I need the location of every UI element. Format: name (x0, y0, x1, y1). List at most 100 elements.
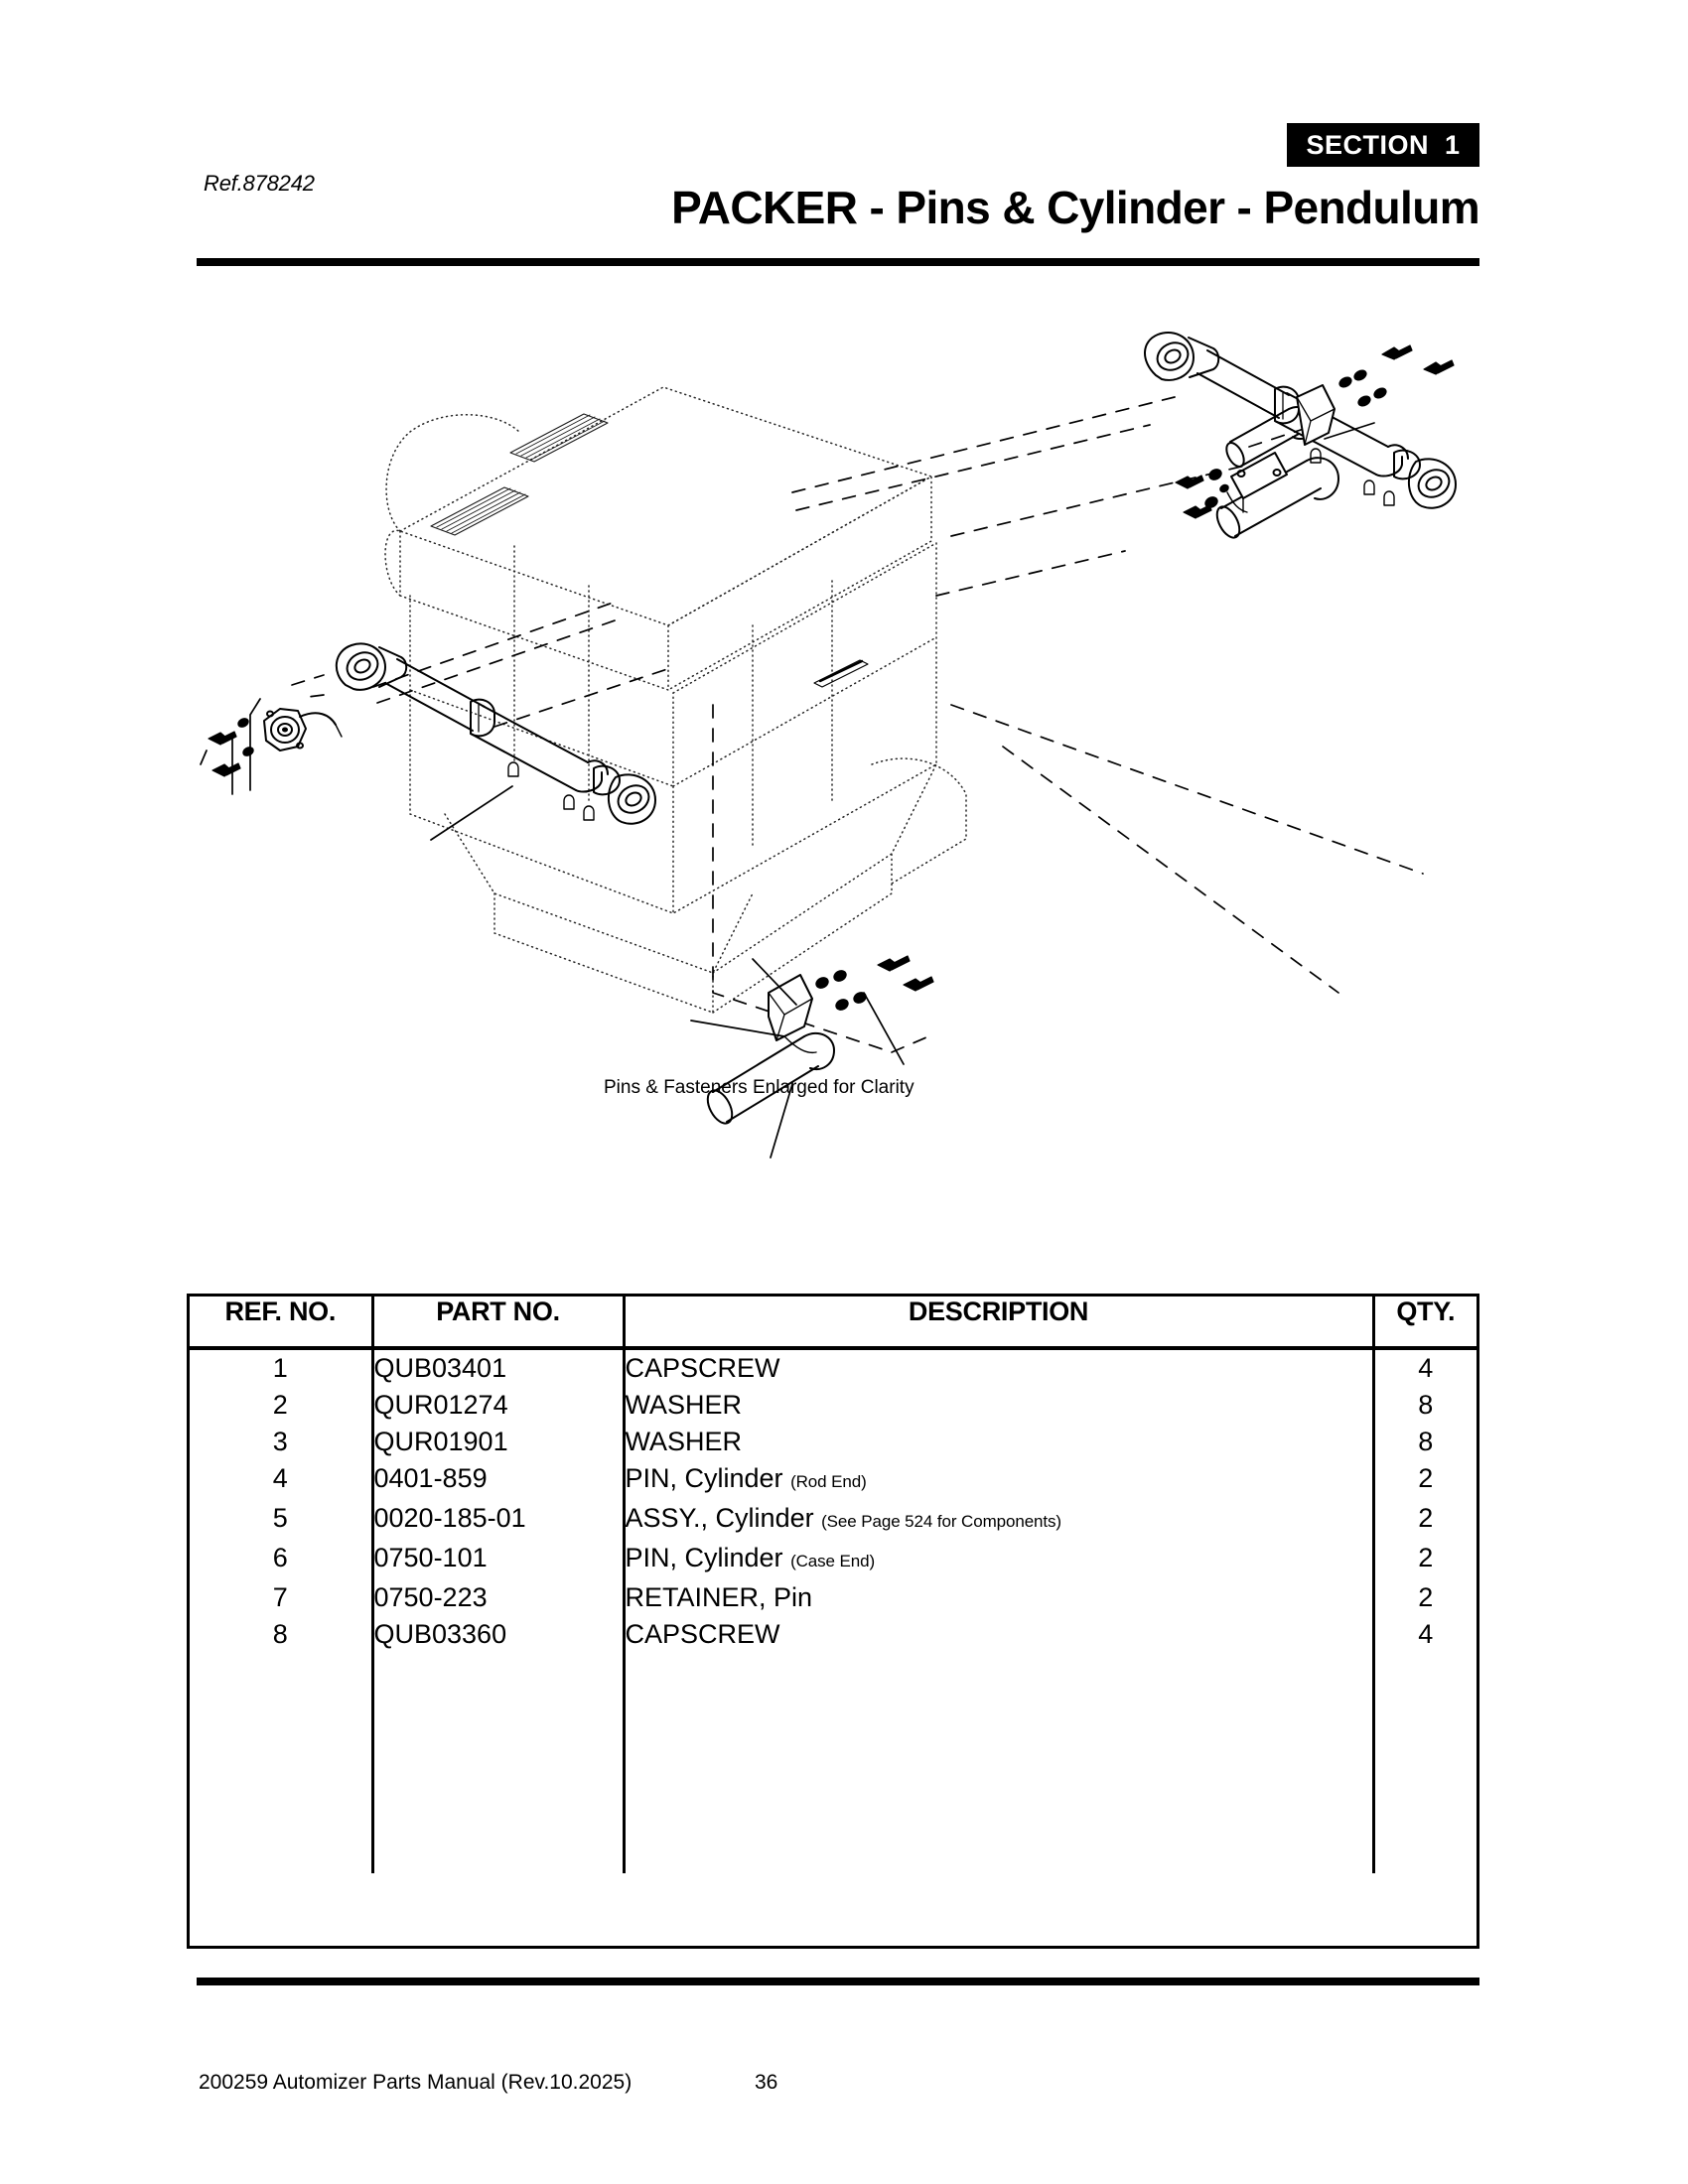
cell-description: WASHER (622, 1387, 1373, 1424)
pin-detail-lower-center (690, 955, 934, 1159)
cell-qty: 2 (1371, 1460, 1477, 1500)
cell-qty: 4 (1371, 1348, 1477, 1387)
cell-empty (370, 1653, 624, 1690)
cell-empty (370, 1690, 624, 1726)
table-row-empty (190, 1837, 1477, 1873)
description-main: PIN, Cylinder (625, 1543, 783, 1572)
cell-description: PIN, Cylinder (Rod End) (622, 1460, 1373, 1500)
cell-empty (370, 1726, 624, 1763)
assembly-projection-lines (291, 396, 1424, 1053)
header-divider-rule (197, 258, 1479, 266)
description-main: ASSY., Cylinder (625, 1503, 814, 1533)
footer-page-number: 36 (755, 2071, 778, 2094)
cell-qty: 4 (1371, 1616, 1477, 1653)
cell-empty (622, 1726, 1373, 1763)
cell-description: WASHER (622, 1424, 1373, 1460)
column-header-qty: QTY. (1371, 1297, 1477, 1350)
bottom-divider-rule (197, 1978, 1479, 1985)
cell-empty (1371, 1763, 1477, 1800)
cell-description: RETAINER, Pin (622, 1579, 1373, 1616)
cell-empty (1371, 1800, 1477, 1837)
cell-part-no: 0750-101 (370, 1540, 624, 1579)
description-main: CAPSCREW (625, 1353, 780, 1383)
cell-empty (190, 1763, 372, 1800)
cell-ref-no: 1 (272, 1353, 288, 1383)
cell-qty: 2 (1371, 1500, 1477, 1540)
cell-empty (190, 1653, 372, 1690)
table-row-empty (190, 1800, 1477, 1837)
footer-manual-name: 200259 Automizer Parts Manual (Rev.10.20… (199, 2071, 633, 2094)
pin-and-fasteners-lower-left (200, 698, 343, 795)
cell-empty (370, 1837, 624, 1873)
pin-and-fasteners-upper-right (1225, 344, 1455, 468)
description-note: (Rod End) (790, 1472, 867, 1491)
cell-ref-no: 5 (272, 1503, 288, 1533)
machine-nameplate (813, 659, 869, 688)
cell-part-no: QUB03401 (370, 1348, 624, 1387)
cell-qty: 8 (1371, 1387, 1477, 1424)
description-main: WASHER (625, 1390, 743, 1420)
cell-empty (370, 1763, 624, 1800)
description-note: (Case End) (790, 1552, 876, 1570)
cell-part-no: 0020-185-01 (370, 1500, 624, 1540)
cell-empty (190, 1690, 372, 1726)
cell-description: CAPSCREW (622, 1616, 1373, 1653)
cell-ref-no: 7 (272, 1582, 288, 1612)
table-row-empty (190, 1653, 1477, 1690)
cell-part-no: 0401-859 (370, 1460, 624, 1500)
cylinder-assembly-upper-right (1144, 332, 1457, 509)
pin-detail-right (1175, 452, 1339, 539)
cell-qty: 8 (1371, 1424, 1477, 1460)
cell-qty: 2 (1371, 1579, 1477, 1616)
cell-empty (1371, 1837, 1477, 1873)
cell-empty (190, 1726, 372, 1763)
section-badge: SECTION 1 (1287, 123, 1479, 167)
description-main: RETAINER, Pin (625, 1582, 813, 1612)
page-title: PACKER - Pins & Cylinder - Pendulum (671, 182, 1480, 233)
cell-qty: 2 (1371, 1540, 1477, 1579)
cell-ref-no: 2 (272, 1390, 288, 1420)
cell-empty (622, 1800, 1373, 1837)
cell-empty (622, 1837, 1373, 1873)
description-main: PIN, Cylinder (625, 1463, 783, 1493)
exploded-parts-diagram (197, 298, 1479, 1171)
cell-empty (370, 1800, 624, 1837)
cell-empty (190, 1837, 372, 1873)
cell-part-no: 0750-223 (370, 1579, 624, 1616)
table-header-row: REF. NO. PART NO. DESCRIPTION QTY. (190, 1297, 1477, 1350)
cell-description: CAPSCREW (622, 1348, 1373, 1387)
cell-empty (1371, 1690, 1477, 1726)
cell-empty (1371, 1653, 1477, 1690)
description-note: (See Page 524 for Components) (821, 1512, 1061, 1531)
cell-description: ASSY., Cylinder (See Page 524 for Compon… (622, 1500, 1373, 1540)
figure-caption: Pins & Fasteners Enlarged for Clarity (604, 1077, 914, 1098)
table-row-empty (190, 1726, 1477, 1763)
cell-ref-no: 3 (272, 1427, 288, 1456)
cell-ref-no: 8 (272, 1619, 288, 1649)
column-header-description: DESCRIPTION (622, 1297, 1373, 1350)
column-header-part-no: PART NO. (370, 1297, 624, 1350)
cell-empty (622, 1763, 1373, 1800)
cell-empty (190, 1800, 372, 1837)
callout-leader-lines (430, 422, 1375, 841)
cell-empty (622, 1653, 1373, 1690)
table-row-empty (190, 1690, 1477, 1726)
cell-part-no: QUR01274 (370, 1387, 624, 1424)
table-row-empty (190, 1763, 1477, 1800)
cell-part-no: QUB03360 (370, 1616, 624, 1653)
description-main: CAPSCREW (625, 1619, 780, 1649)
grille-panels (430, 413, 609, 536)
cell-ref-no: 6 (272, 1543, 288, 1572)
description-main: WASHER (625, 1427, 743, 1456)
cell-description: PIN, Cylinder (Case End) (622, 1540, 1373, 1579)
cylinder-assembly-lower-left (336, 642, 656, 825)
cell-part-no: QUR01901 (370, 1424, 624, 1460)
column-header-ref-no: REF. NO. (190, 1297, 372, 1350)
